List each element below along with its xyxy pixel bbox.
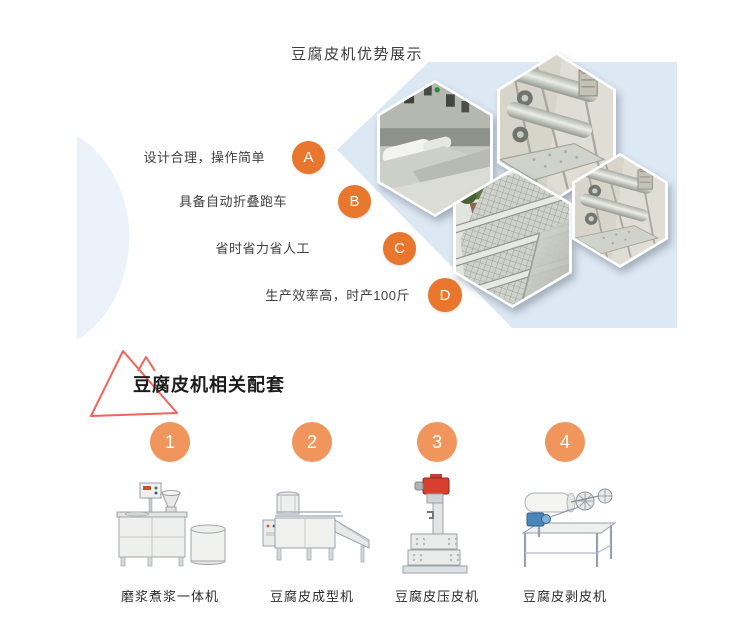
hexagon-photo-3 xyxy=(453,168,572,308)
machine-photo-rollers-small xyxy=(575,156,665,265)
hexagon-photo-1 xyxy=(377,80,493,217)
advantages-title: 豆腐皮机优势展示 xyxy=(290,46,423,63)
hexagon-photo-4 xyxy=(572,153,668,268)
number-badge-3: 3 xyxy=(417,422,457,462)
machine-illustration-peeling-machine xyxy=(505,472,625,578)
machine-illustration-grinder-boiler xyxy=(105,472,235,578)
advantage-text-a: 设计合理，操作简单 xyxy=(143,150,265,165)
advantage-text-d: 生产效率高，时产100斤 xyxy=(265,288,410,303)
accessory-item-2: 2 豆腐皮成型机 xyxy=(242,422,382,605)
accessory-label-3: 豆腐皮压皮机 xyxy=(394,590,479,605)
number-badge-4: 4 xyxy=(545,422,585,462)
advantage-badge-a: A xyxy=(292,141,325,174)
accessory-item-3: 3 豆腐皮压皮机 xyxy=(367,422,507,605)
advantage-text-c: 省时省力省人工 xyxy=(215,241,310,256)
advantage-badge-d: D xyxy=(428,278,462,312)
accessory-item-1: 1 磨浆煮浆一体机 xyxy=(100,422,240,605)
decor-blob xyxy=(77,136,130,340)
accessory-label-2: 豆腐皮成型机 xyxy=(269,590,354,605)
machine-illustration-forming-machine xyxy=(247,472,377,578)
accessory-label-4: 豆腐皮剥皮机 xyxy=(522,590,607,605)
machine-photo-mesh-conveyor xyxy=(456,171,569,305)
number-badge-2: 2 xyxy=(292,422,332,462)
advantage-badge-b: B xyxy=(338,185,371,218)
accessories-title: 豆腐皮机相关配套 xyxy=(133,375,285,396)
accessory-label-1: 磨浆煮浆一体机 xyxy=(120,590,219,605)
advantage-text-b: 具备自动折叠跑车 xyxy=(178,194,287,209)
accessory-item-4: 4 豆腐皮剥皮机 xyxy=(495,422,635,605)
advantage-badge-c: C xyxy=(383,232,416,265)
machine-illustration-press-machine xyxy=(397,472,477,578)
number-badge-1: 1 xyxy=(150,422,190,462)
hexagon-border xyxy=(453,168,572,308)
hexagon-border xyxy=(572,153,668,268)
triangle-decoration xyxy=(90,350,178,417)
